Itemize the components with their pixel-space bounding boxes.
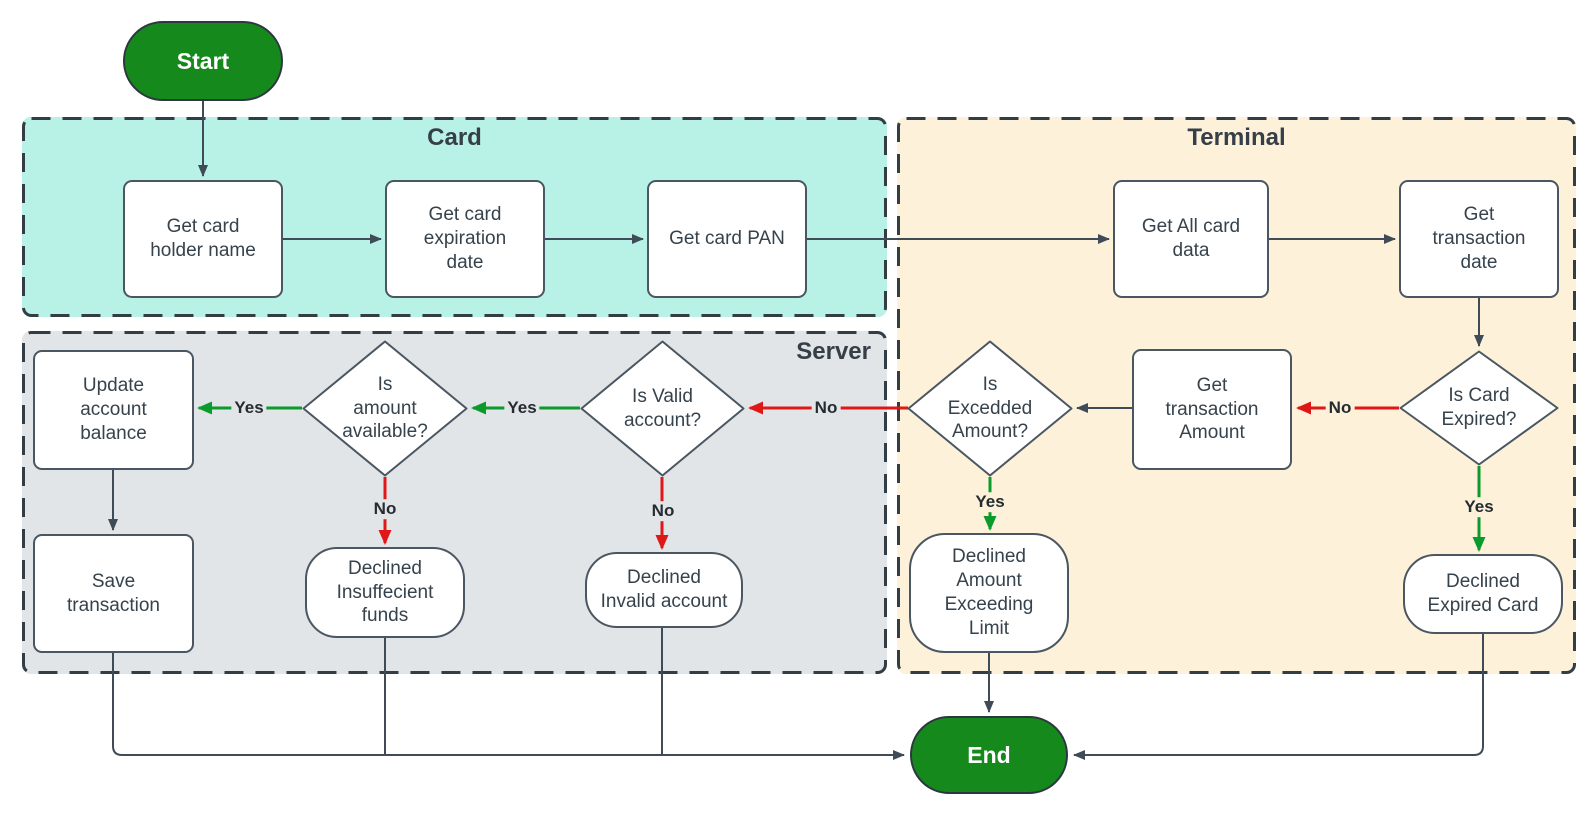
node-get-transaction-amount: Get transaction Amount [1132,349,1292,470]
is-card-expired-label: Is Card Expired? [1441,385,1517,430]
edge-label-card-expired-yes: Yes [1461,497,1497,517]
node-start: Start [123,21,283,101]
node-end: End [910,716,1068,794]
edge-label-valid-account-yes: Yes [504,398,540,418]
edge-label-amount-available-no: No [370,499,400,519]
node-declined-amount-exceeding-limit: Declined Amount Exceeding Limit [909,533,1069,653]
node-is-card-expired: Is Card Expired? [1399,350,1559,466]
is-excedded-amount-label: Is Excedded Amount? [947,373,1033,443]
edge-label-excedded-amount-no: No [811,398,841,418]
node-declined-expired-card: Declined Expired Card [1403,554,1563,634]
node-update-account-balance: Update account balance [33,350,194,470]
edge-label-valid-account-no: No [648,501,678,521]
is-valid-account-label: Is Valid account? [623,385,702,431]
edge-expired-card-to-end [1073,634,1484,760]
edge-label-card-expired-no: No [1325,398,1355,418]
edge-label-excedded-amount-yes: Yes [972,492,1008,512]
node-is-amount-available: Is amount available? [302,340,468,477]
region-server-border [22,331,887,674]
node-get-card-expiration-date: Get card expiration date [385,180,545,298]
region-card-border [22,117,887,317]
node-save-transaction: Save transaction [33,534,194,653]
region-terminal-border [897,117,1576,674]
region-server-label: Server [796,338,871,365]
node-is-valid-account: Is Valid account? [580,340,745,477]
node-get-card-pan: Get card PAN [647,180,807,298]
is-card-expired-shape [1399,350,1559,466]
is-excedded-amount-shape [907,340,1073,477]
edge-label-amount-available-yes: Yes [231,398,267,418]
is-amount-available-shape [302,340,468,477]
node-get-card-holder-name: Get card holder name [123,180,283,298]
edge-save-transaction-to-end [112,653,905,760]
node-declined-insuffecient-funds: Declined Insuffecient funds [305,547,465,638]
region-card-label: Card [427,124,482,151]
node-get-all-card-data: Get All card data [1113,180,1269,298]
node-declined-invalid-account: Declined Invalid account [585,552,743,628]
is-valid-account-shape [580,340,745,477]
node-get-transaction-date: Get transaction date [1399,180,1559,298]
node-is-excedded-amount: Is Excedded Amount? [907,340,1073,477]
region-terminal-label: Terminal [1187,124,1286,151]
is-amount-available-label: Is amount available? [342,373,428,443]
